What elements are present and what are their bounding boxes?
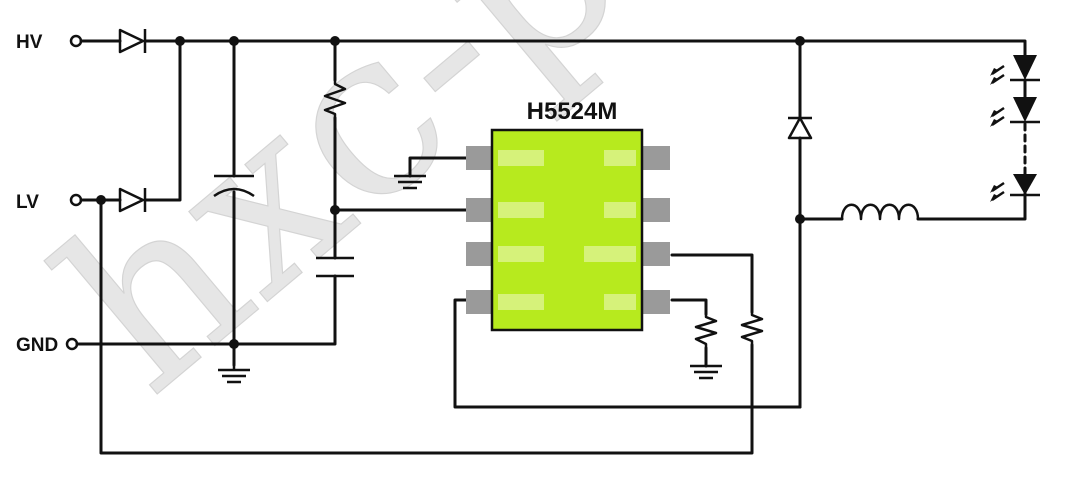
feedback-resistor: [740, 312, 764, 345]
wires: [75, 39, 1027, 455]
inductor: [840, 203, 920, 221]
freewheel-diode: [787, 116, 813, 140]
bulk-capacitor: [213, 174, 255, 198]
chip-h5524m: H5524M: [466, 98, 670, 332]
sense-resistor: [694, 314, 718, 348]
led-1: [990, 55, 1040, 85]
hv-label: HV: [16, 32, 43, 53]
led-2: [990, 97, 1040, 127]
gnd-label: GND: [16, 335, 58, 356]
ground-symbol-sense: [690, 364, 722, 380]
chip-pin-pads: [498, 150, 636, 310]
ground-symbol-chip: [394, 174, 426, 190]
diode-lv: [118, 187, 147, 213]
divider-resistor: [323, 80, 347, 118]
ground-symbol-left: [218, 365, 250, 384]
junction-dots: [96, 36, 805, 349]
diode-hv: [118, 28, 147, 54]
led-3: [990, 168, 1040, 202]
filter-capacitor: [316, 256, 354, 278]
lv-label: LV: [16, 192, 39, 213]
chip-label: H5524M: [527, 98, 618, 125]
